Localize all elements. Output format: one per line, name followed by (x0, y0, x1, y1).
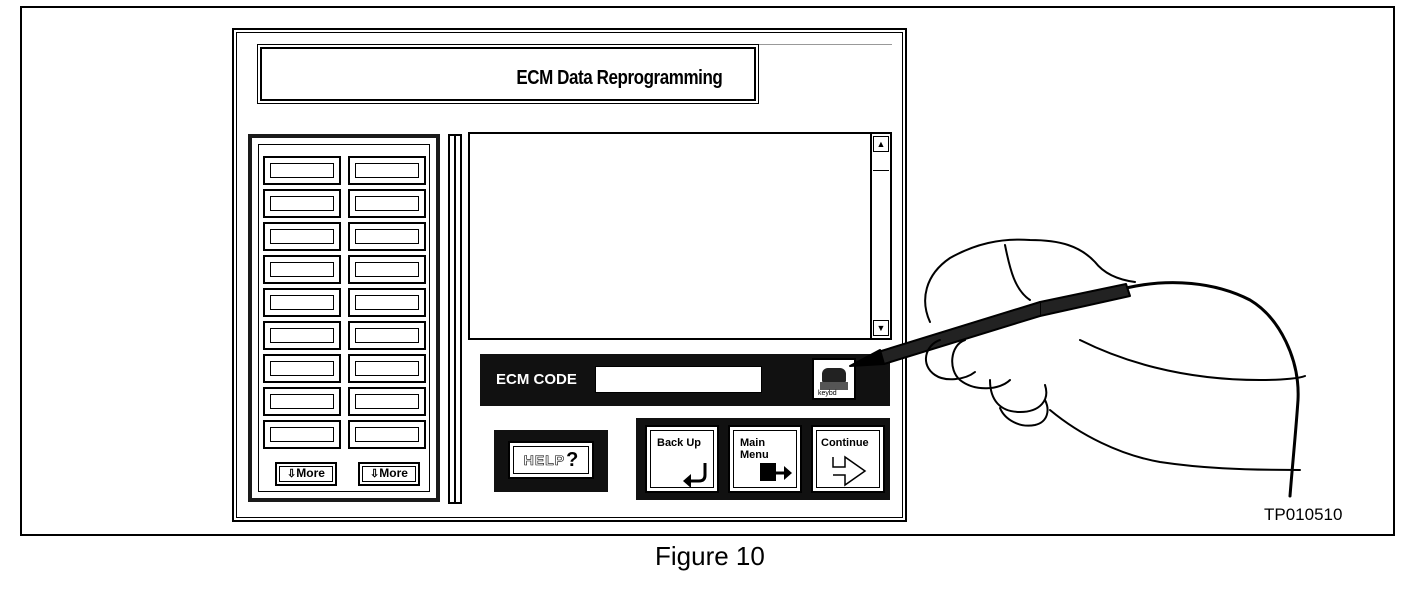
down-arrow-icon: ⇩ (370, 468, 380, 480)
page-title: ECM Data Reprogramming (515, 67, 722, 89)
top-divider (756, 44, 892, 45)
selection-slot[interactable] (263, 189, 341, 218)
menu-arrow-icon (760, 463, 792, 481)
vertical-scrollbar[interactable]: ▲ ▼ (870, 134, 890, 338)
selection-slot[interactable] (263, 255, 341, 284)
selection-slot[interactable] (348, 189, 426, 218)
return-arrow-icon (683, 463, 707, 487)
more-label: More (296, 466, 325, 480)
selection-slot[interactable] (263, 387, 341, 416)
more-button-left[interactable]: ⇩More (275, 462, 337, 486)
ecm-code-input[interactable] (595, 366, 762, 393)
figure-caption: Figure 10 (655, 541, 765, 571)
help-button[interactable]: HELP? (508, 441, 594, 479)
selection-slot[interactable] (263, 156, 341, 185)
question-mark-icon: ? (566, 448, 579, 471)
selection-slot[interactable] (348, 255, 426, 284)
scroll-up-icon[interactable]: ▲ (873, 136, 889, 152)
more-button-right[interactable]: ⇩More (358, 462, 420, 486)
selection-slot[interactable] (348, 387, 426, 416)
down-arrow-icon: ⇩ (287, 468, 297, 480)
selection-slot[interactable] (263, 354, 341, 383)
continue-label: Continue (821, 437, 869, 449)
keyboard-label: keybd (818, 390, 837, 397)
selection-slot[interactable] (348, 321, 426, 350)
selection-slot[interactable] (348, 222, 426, 251)
selection-slot[interactable] (348, 156, 426, 185)
main-menu-label: Main Menu (740, 437, 769, 461)
selection-slot[interactable] (348, 288, 426, 317)
more-label: More (379, 466, 408, 480)
back-up-label: Back Up (657, 437, 702, 449)
right-arrow-icon (832, 455, 867, 487)
continue-button[interactable]: Continue (811, 425, 885, 493)
back-up-button[interactable]: Back Up (645, 425, 719, 493)
selection-slot[interactable] (348, 420, 426, 449)
ecm-code-label: ECM CODE (496, 371, 577, 388)
selection-slot[interactable] (263, 420, 341, 449)
panel-separator (448, 134, 462, 504)
selection-slot[interactable] (263, 288, 341, 317)
keyboard-icon (822, 368, 846, 382)
selection-slot[interactable] (263, 222, 341, 251)
selection-slot[interactable] (348, 354, 426, 383)
scroll-thumb[interactable] (873, 156, 889, 171)
title-bar: ECM Data Reprogramming (260, 47, 756, 101)
scroll-down-icon[interactable]: ▼ (873, 320, 889, 336)
figure-code: TP010510 (1264, 505, 1343, 524)
help-label: HELP (523, 452, 566, 469)
keyboard-button[interactable]: keybd (812, 358, 856, 400)
message-area: ▲ ▼ (468, 132, 892, 340)
main-menu-button[interactable]: Main Menu (728, 425, 802, 493)
selection-slot[interactable] (263, 321, 341, 350)
